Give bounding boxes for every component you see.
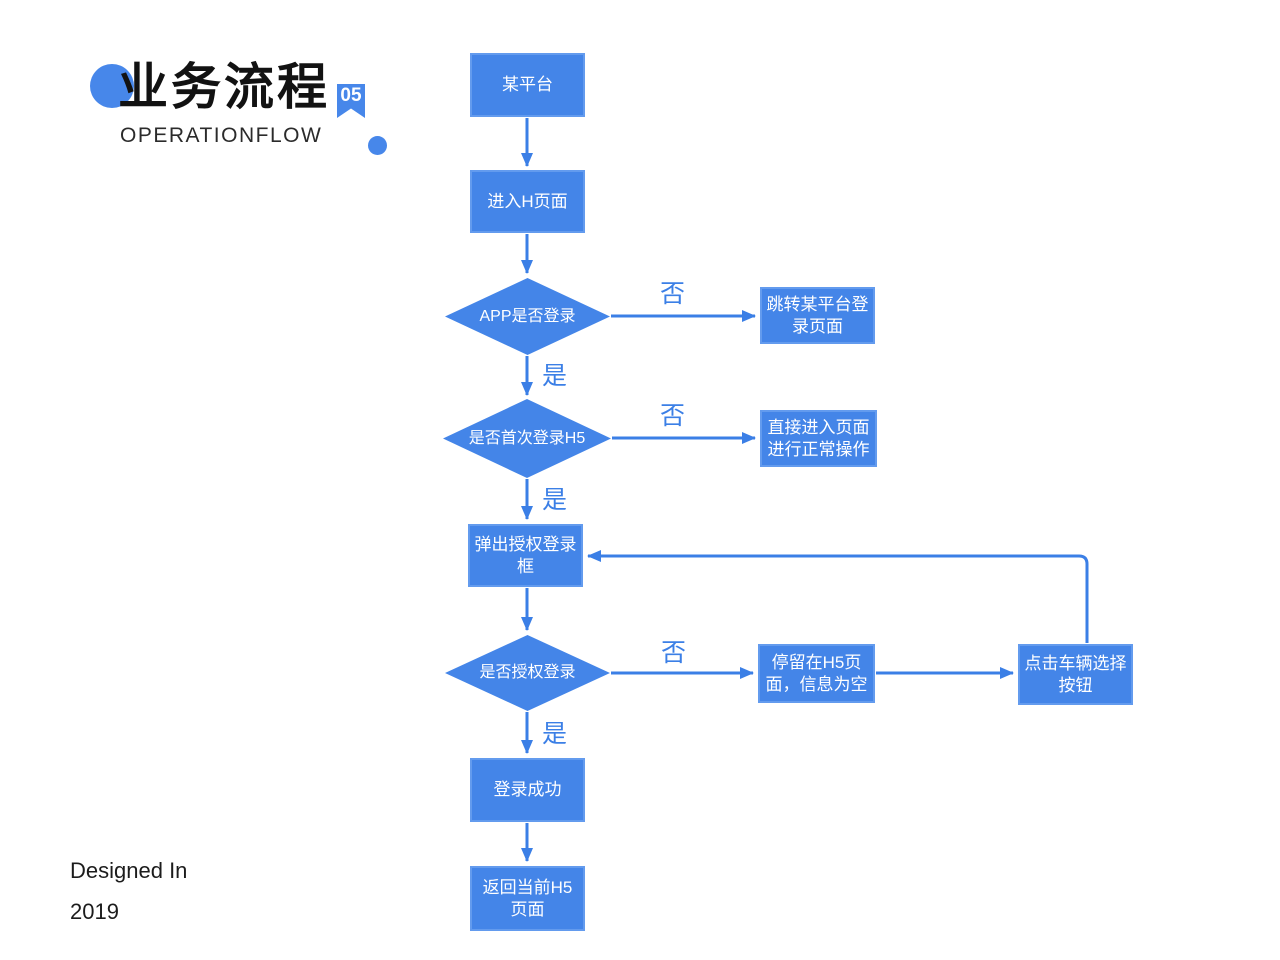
- arrow-click-vehicle-to-popup: [587, 550, 1089, 643]
- node-label-line2: 进行正常操作: [767, 439, 870, 459]
- flow-node-platform: 某平台: [470, 53, 585, 117]
- subtitle-word-2: FLOW: [255, 124, 323, 147]
- flow-node-click-vehicle-select-button: 点击车辆选择 按钮: [1018, 644, 1133, 705]
- flow-node-direct-enter-normal-ops: 直接进入页面 进行正常操作: [760, 410, 877, 467]
- flow-node-stay-h5-empty-info: 停留在H5页 面，信息为空: [758, 644, 875, 703]
- subtitle-word-1: OPERATION: [120, 124, 256, 147]
- node-label: APP是否登录: [479, 307, 576, 325]
- node-label-line2: 框: [517, 556, 534, 576]
- node-label-line2: 录页面: [792, 316, 843, 336]
- node-label-line1: 跳转某平台登: [766, 294, 869, 314]
- node-label-line1: 点击车辆选择: [1024, 653, 1127, 673]
- page-subtitle: OPERATION FLOW: [120, 124, 321, 148]
- node-label-line2: 面，信息为空: [765, 674, 868, 694]
- flow-node-login-success: 登录成功: [470, 758, 585, 822]
- node-label: 登录成功: [493, 780, 562, 799]
- flow-node-jump-platform-login: 跳转某平台登 录页面: [760, 287, 875, 344]
- flow-node-enter-h5-page: 进入H页面: [470, 170, 585, 233]
- edge-label-yes-app-login: 是: [542, 362, 568, 390]
- credit-line-1: Designed In: [70, 858, 188, 883]
- flow-node-return-current-h5: 返回当前H5 页面: [470, 866, 585, 931]
- node-label: 某平台: [502, 75, 553, 94]
- edge-label-yes-auth-login: 是: [542, 720, 568, 748]
- edge-label-no-first-login: 否: [660, 402, 686, 430]
- badge-number: 05: [340, 85, 362, 106]
- node-label-line1: 停留在H5页: [771, 652, 862, 672]
- decorative-circle: [90, 64, 134, 108]
- node-label-line1: 返回当前H5: [482, 877, 573, 897]
- edge-label-no-auth-login: 否: [661, 639, 687, 667]
- decorative-dot: [368, 136, 387, 155]
- node-label-line2: 页面: [510, 899, 545, 919]
- node-label: 是否授权登录: [479, 664, 576, 681]
- flow-node-popup-auth-login-box: 弹出授权登录 框: [468, 524, 583, 587]
- node-label: 是否首次登录H5: [468, 429, 586, 447]
- edge-label-yes-first-login: 是: [542, 486, 568, 514]
- edge-label-no-app-login: 否: [660, 280, 686, 308]
- page-title: 业务流程: [118, 59, 330, 115]
- node-label-line1: 直接进入页面: [767, 417, 870, 437]
- node-label-line2: 按钮: [1058, 675, 1093, 695]
- node-label: 进入H页面: [487, 191, 568, 211]
- design-credit: Designed In 2019: [70, 860, 187, 942]
- node-label-line1: 弹出授权登录: [474, 534, 577, 554]
- credit-line-2: 2019: [70, 899, 119, 924]
